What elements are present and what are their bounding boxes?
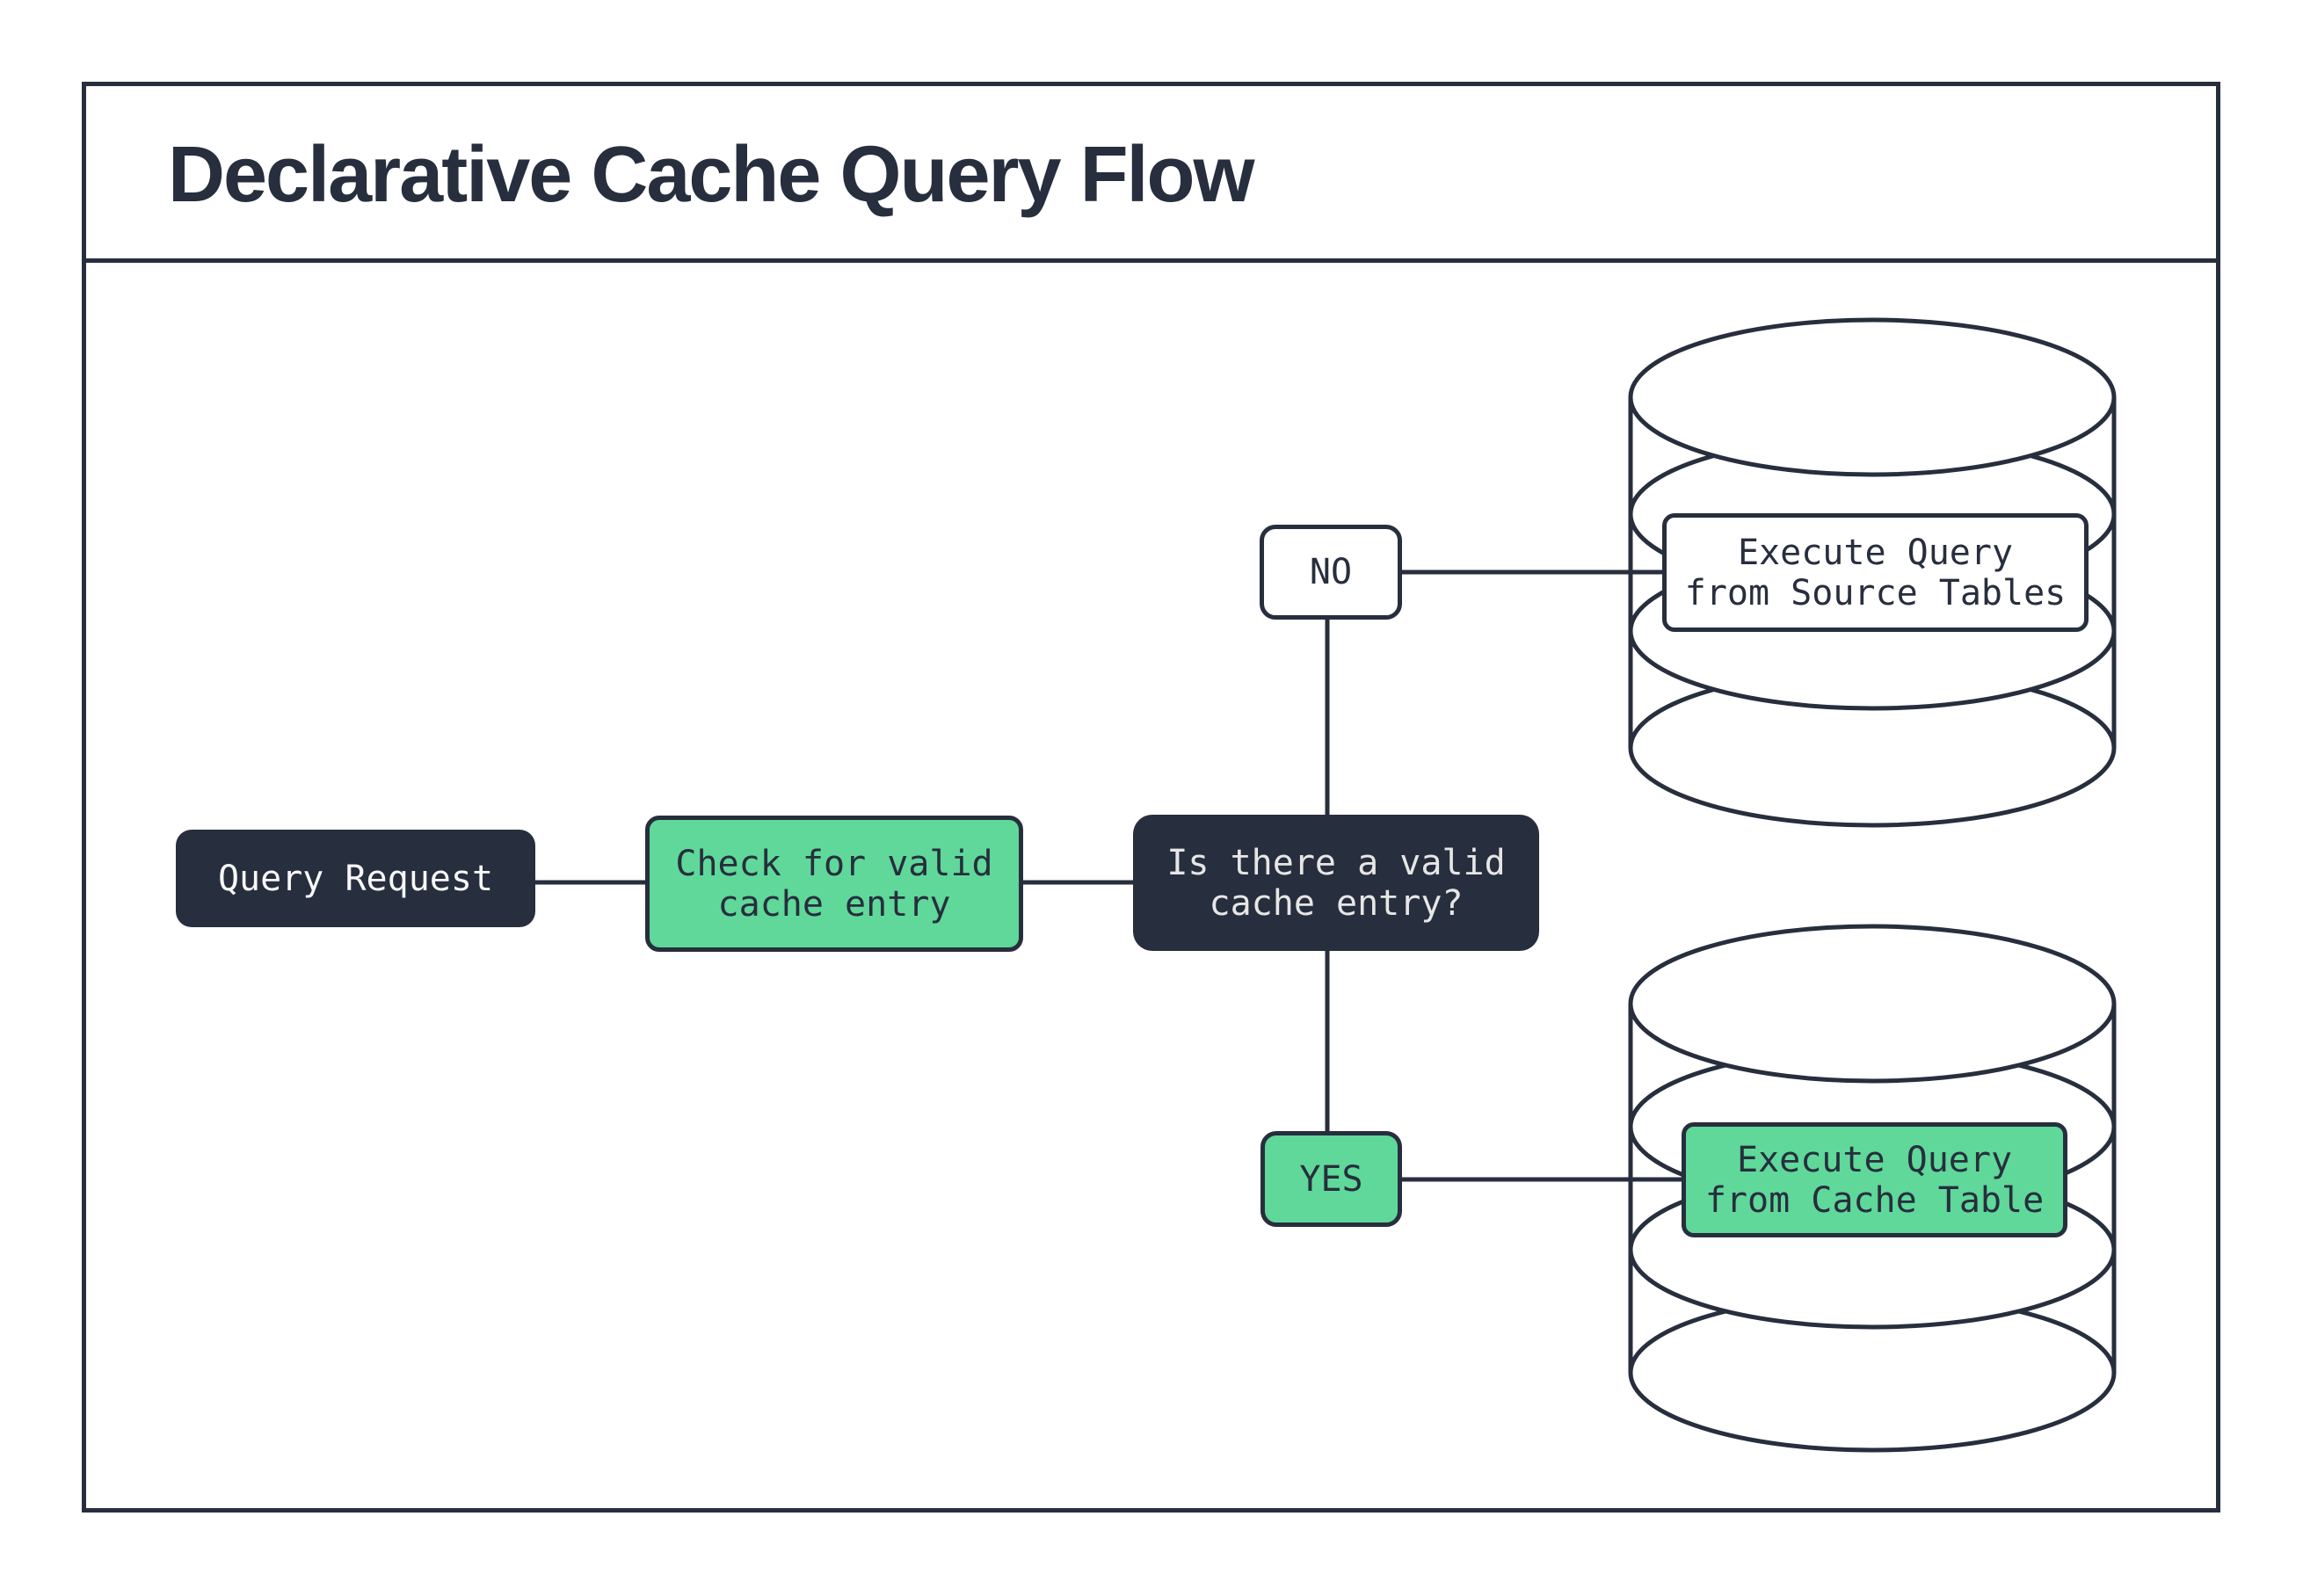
page-title: Declarative Cache Query Flow bbox=[168, 130, 1255, 219]
node-label: Query Request bbox=[217, 858, 494, 899]
node-label-line2: from Cache Table bbox=[1704, 1179, 2045, 1221]
node-label-line1: Execute Query bbox=[1736, 1139, 2013, 1180]
node-label-line2: cache entry? bbox=[1209, 882, 1464, 924]
node-decision-valid-entry: Is there a valid cache entry? bbox=[1133, 815, 1539, 951]
node-label-line1: Check for valid bbox=[675, 843, 993, 884]
node-label: YES bbox=[1299, 1158, 1363, 1200]
title-bar: Declarative Cache Query Flow bbox=[86, 86, 2216, 263]
node-execute-query-cache: Execute Query from Cache Table bbox=[1682, 1122, 2067, 1237]
node-execute-query-source: Execute Query from Source Tables bbox=[1662, 513, 2089, 632]
branch-label-no: NO bbox=[1260, 525, 1402, 620]
node-label-line1: Execute Query bbox=[1737, 532, 2014, 573]
node-label-line1: Is there a valid bbox=[1166, 842, 1506, 883]
node-query-request: Query Request bbox=[176, 830, 535, 927]
node-check-cache: Check for valid cache entry bbox=[645, 816, 1023, 952]
node-label-line2: cache entry bbox=[717, 883, 951, 925]
node-label-line2: from Source Tables bbox=[1684, 572, 2067, 613]
diagram-frame: Declarative Cache Query Flow bbox=[82, 82, 2220, 1513]
node-label: NO bbox=[1309, 552, 1353, 592]
branch-label-yes: YES bbox=[1260, 1131, 1402, 1227]
